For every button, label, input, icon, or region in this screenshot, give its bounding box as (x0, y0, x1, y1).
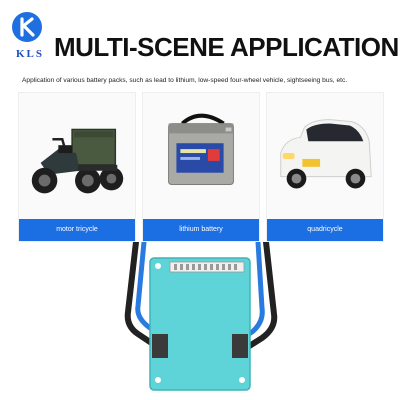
panel-lithium-battery: lithium battery (142, 92, 260, 242)
small-car-image (280, 119, 372, 189)
battery-pack-image (168, 113, 234, 186)
panel-label-quadricycle: quadricycle (267, 219, 383, 241)
logo-mark (12, 12, 42, 42)
application-panels: motor tricycle lithium battery quadricyc… (18, 92, 384, 242)
bms-board-section (0, 242, 400, 400)
bms-protection-board-image (124, 242, 278, 391)
motor-tricycle-image (31, 128, 124, 194)
panel-label-motor-tricycle: motor tricycle (19, 219, 135, 241)
panel-quadricycle: quadricycle (266, 92, 384, 242)
logo-k-icon (20, 17, 35, 37)
page-title: MULTI-SCENE APPLICATION (54, 32, 399, 62)
page-subtitle: Application of various battery packs, su… (22, 77, 348, 84)
panel-motor-tricycle: motor tricycle (18, 92, 136, 242)
logo-text: KLS (15, 48, 44, 60)
panel-label-lithium-battery: lithium battery (143, 219, 259, 241)
brand-logo: KLS (8, 10, 48, 68)
